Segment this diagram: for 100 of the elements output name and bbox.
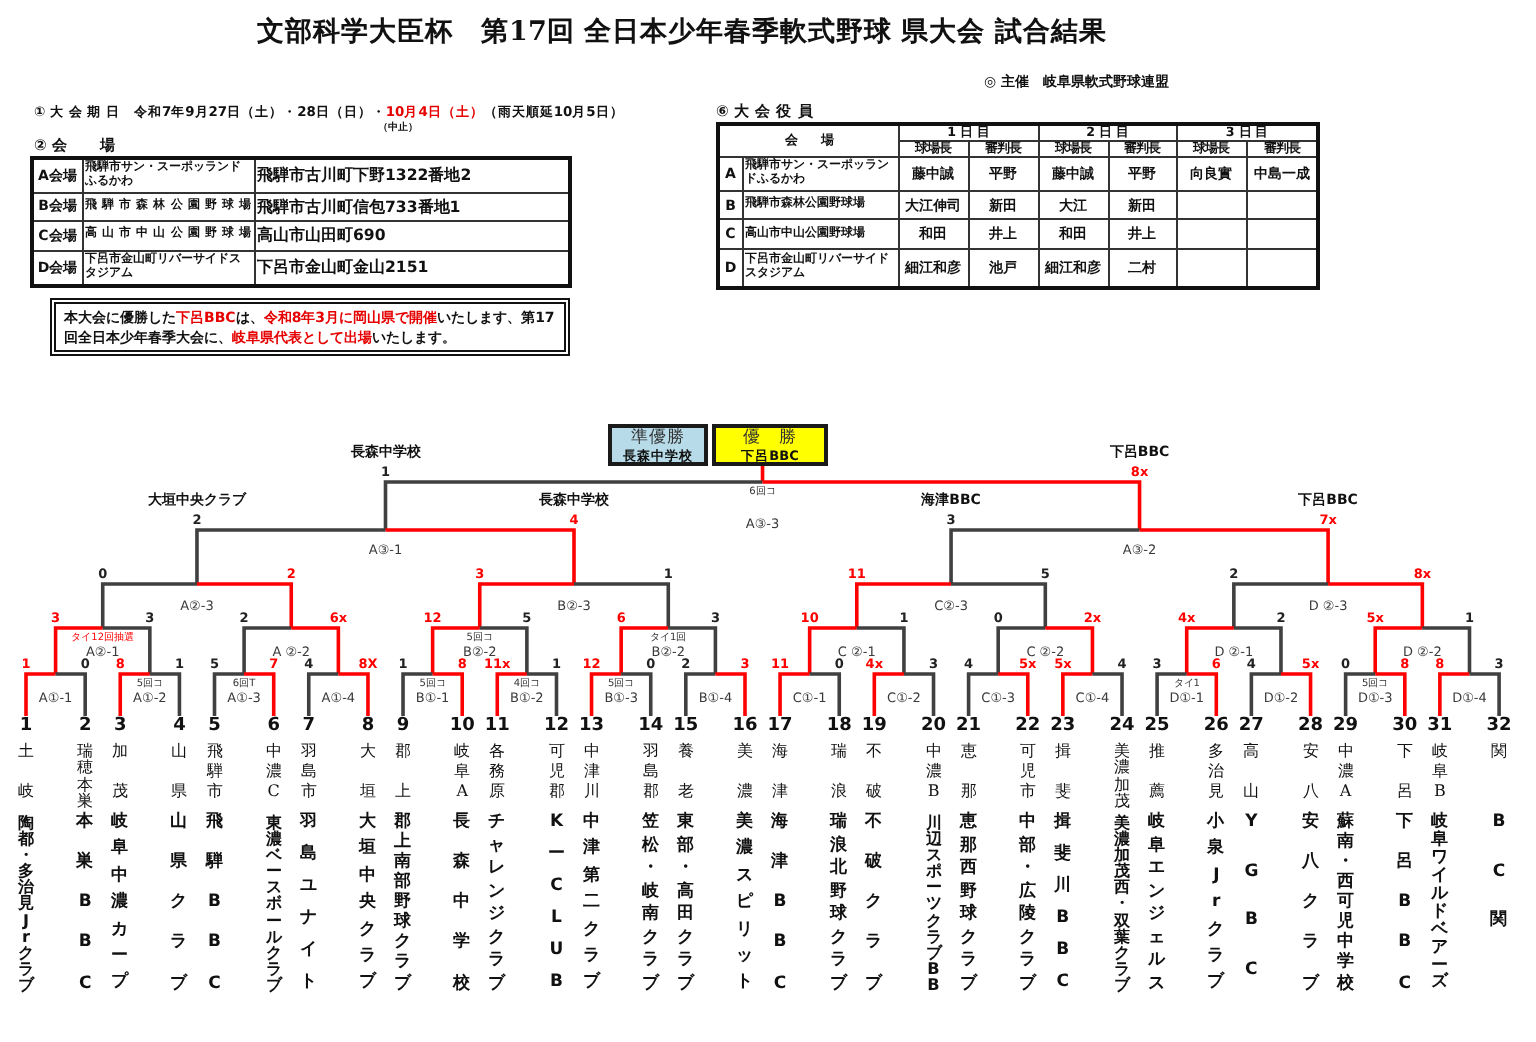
area-name: 恵那 — [960, 744, 977, 800]
bracket-line — [872, 672, 904, 716]
team-name: 長森中学校 — [453, 814, 472, 992]
team-name: 郡上南部野球クラブ — [394, 814, 413, 992]
area-name: 中濃B — [925, 744, 942, 800]
bracket-line — [1328, 582, 1425, 628]
seed-number: 17 — [767, 716, 793, 736]
area-name: 海津 — [772, 744, 789, 800]
bracket-line — [55, 672, 87, 716]
seed-number: 5 — [208, 716, 221, 736]
team-name: 蘇南・西可児中学校 — [1336, 814, 1355, 992]
bracket-line — [1422, 626, 1472, 674]
bracket-line — [118, 672, 150, 716]
seed-number: 22 — [1015, 716, 1041, 736]
page-title: 文部科学大臣杯 第17回 全日本少年春季軟式野球 県大会 試合結果 — [257, 16, 1107, 48]
bracket-line — [1438, 672, 1470, 716]
bracket-line — [1092, 672, 1124, 716]
bracket-line — [526, 672, 559, 716]
area-name: 関 — [1491, 744, 1508, 760]
bracket-line — [951, 582, 1048, 628]
seed-number: 20 — [921, 716, 947, 736]
bracket-line — [100, 582, 197, 628]
area-name: 可児郡 — [548, 744, 565, 800]
bracket-line — [1139, 528, 1330, 584]
bracket-line — [1469, 672, 1501, 716]
bracket-line — [1233, 626, 1283, 674]
team-name: 恵那西野球クラブ — [959, 814, 978, 992]
seed-number: 29 — [1333, 716, 1359, 736]
area-name: 不破 — [866, 744, 883, 800]
seed-number: 12 — [543, 716, 570, 736]
bracket-line — [244, 672, 276, 716]
bracket-line — [715, 672, 747, 716]
bracket-line — [1280, 672, 1313, 716]
area-name: 中濃C — [265, 744, 282, 800]
seed-number: 10 — [449, 716, 475, 736]
seed-number: 2 — [78, 716, 92, 736]
bracket-line — [856, 626, 906, 674]
bracket-line — [291, 626, 341, 674]
team-name: 揖斐川BBC — [1053, 814, 1072, 992]
area-name: 揖斐 — [1054, 744, 1071, 800]
bracket-line — [855, 582, 952, 628]
bracket-line — [1186, 672, 1219, 716]
area-name: 美濃 — [737, 744, 753, 800]
seed-number: 21 — [956, 716, 982, 736]
team-name: 中津第二クラブ — [582, 814, 601, 992]
team-name: 海津BBC — [771, 814, 790, 992]
area-name: 瑞浪 — [831, 744, 848, 800]
bracket-line — [477, 582, 574, 628]
area-name: 瑞穂本巣 — [77, 744, 94, 811]
bracket-line — [621, 672, 653, 716]
area-name: 推薦 — [1149, 744, 1166, 800]
area-name: 中津川 — [583, 744, 600, 800]
bracket-line — [1373, 626, 1423, 674]
seed-number: 4 — [173, 716, 186, 736]
bracket-line — [1375, 672, 1407, 716]
bracket-line — [212, 672, 245, 716]
bracket-line — [149, 672, 182, 716]
area-name: 大垣 — [359, 744, 376, 800]
bracket-line — [24, 672, 56, 716]
area-name: 高山 — [1243, 744, 1260, 800]
area-name: 各務原 — [489, 744, 506, 800]
seed-number: 7 — [302, 716, 315, 736]
bracket-line — [574, 582, 671, 628]
team-name: 笠松・岐南クラブ — [641, 814, 660, 992]
bracket-line — [338, 672, 370, 716]
bracket-line — [1184, 626, 1234, 674]
bracket-line — [306, 672, 339, 716]
seed-number: 24 — [1109, 716, 1135, 736]
area-name: 中濃A — [1337, 744, 1354, 800]
team-name: 美濃加茂西・双葉クラブ — [1114, 814, 1131, 992]
area-name: 加茂 — [112, 744, 129, 800]
bracket-line — [809, 672, 842, 716]
bracket-line — [1155, 672, 1187, 716]
area-name: 山県 — [171, 744, 188, 800]
champion-panel — [712, 424, 828, 466]
area-name: 飛騨市 — [206, 744, 223, 800]
team-name: 陶都・多治見Jrクラブ — [18, 814, 34, 992]
area-name: 土岐 — [18, 744, 34, 800]
seed-number: 16 — [732, 716, 758, 736]
team-name: 大垣中央クラブ — [358, 814, 377, 992]
team-name: 不破クラブ — [865, 814, 884, 992]
bracket-line — [383, 480, 763, 530]
runner-up-panel — [608, 424, 708, 466]
seed-number: 3 — [114, 716, 127, 736]
seed-number: 1 — [19, 716, 33, 736]
seed-number: 25 — [1144, 716, 1170, 736]
bracket-line — [1045, 626, 1095, 674]
bracket-line — [401, 672, 433, 716]
team-name: 本巣BBC — [76, 814, 95, 992]
team-name: 下呂BBC — [1395, 814, 1414, 992]
bracket-line — [668, 626, 718, 674]
area-name: 羽島郡 — [642, 744, 659, 800]
seed-number: 14 — [638, 716, 664, 736]
seed-number: 9 — [396, 716, 410, 736]
area-name: 羽島市 — [300, 744, 317, 800]
seed-number: 23 — [1050, 716, 1076, 736]
team-name: 山県クラブ — [170, 814, 189, 992]
team-name: BC関 — [1490, 814, 1509, 929]
team-name: 安八クラブ — [1301, 814, 1320, 992]
bracket-line — [242, 626, 292, 674]
